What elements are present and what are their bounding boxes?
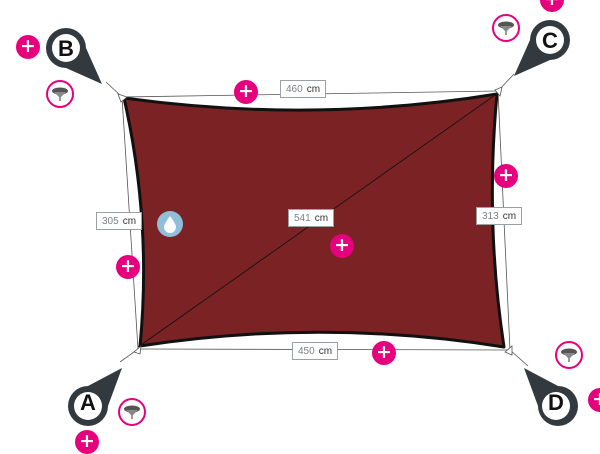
dimension-diagonal[interactable]: 541 cm	[288, 209, 335, 227]
corner-d-add-button[interactable]: +	[588, 388, 600, 412]
plus-icon: +	[592, 388, 600, 410]
plus-icon: +	[79, 430, 95, 452]
corner-b-tensioner	[117, 93, 128, 103]
corner-a-tensioner	[133, 345, 142, 355]
plus-icon: +	[20, 35, 36, 57]
dimension-diagonal-unit: cm	[314, 212, 329, 224]
corner-c-add-button[interactable]: +	[540, 0, 564, 12]
fixing-point-icon	[124, 405, 140, 419]
corner-b-fixing-button[interactable]	[46, 80, 74, 108]
dimension-top[interactable]: 460 cm	[280, 80, 327, 98]
corner-a-add-button[interactable]: +	[75, 430, 99, 454]
fixing-point-icon	[498, 21, 514, 35]
dimension-right-value[interactable]: 313	[482, 210, 499, 222]
add-point-center-button[interactable]: +	[330, 234, 354, 258]
corner-letter-b: B	[58, 36, 74, 61]
plus-icon: +	[238, 80, 254, 102]
dimension-bottom-value[interactable]: 450	[298, 345, 315, 357]
corner-marker-b[interactable]: B	[44, 26, 104, 88]
anchor-line-d	[509, 349, 529, 367]
dimension-right-unit: cm	[502, 210, 517, 222]
corner-marker-d[interactable]: D	[520, 366, 580, 428]
water-drop-icon[interactable]	[157, 211, 183, 237]
dimension-bottom-unit: cm	[318, 345, 333, 357]
plus-icon: +	[498, 164, 514, 186]
plus-icon: +	[334, 234, 350, 256]
corner-letter-d: D	[548, 390, 564, 415]
add-point-top-button[interactable]: +	[234, 80, 258, 104]
corner-b-add-button[interactable]: +	[16, 35, 40, 59]
fixing-point-icon	[561, 348, 577, 362]
corner-marker-a[interactable]: A	[66, 366, 126, 428]
dimension-left-value[interactable]: 305	[102, 215, 119, 227]
dimension-left-unit: cm	[122, 215, 137, 227]
plus-icon: +	[120, 255, 136, 277]
corner-c-tensioner	[494, 86, 503, 97]
corner-d-fixing-button[interactable]	[555, 341, 583, 369]
add-point-left-button[interactable]: +	[116, 255, 140, 279]
dimension-top-unit: cm	[306, 83, 321, 95]
plus-icon: +	[540, 0, 564, 11]
fixing-point-icon	[52, 87, 68, 101]
corner-d-tensioner	[504, 345, 513, 356]
corner-c-fixing-button[interactable]	[492, 14, 520, 42]
corner-letter-a: A	[80, 390, 96, 415]
dimension-diagonal-value[interactable]: 541	[294, 212, 311, 224]
add-point-right-button[interactable]: +	[494, 164, 518, 188]
dimension-right[interactable]: 313 cm	[476, 207, 523, 225]
corner-marker-c[interactable]: C	[512, 18, 572, 80]
add-point-bottom-button[interactable]: +	[372, 341, 396, 365]
plus-icon: +	[376, 341, 392, 363]
dimension-left[interactable]: 305 cm	[96, 212, 143, 230]
dimension-top-value[interactable]: 460	[286, 83, 303, 95]
corner-letter-c: C	[542, 28, 558, 53]
dimension-bottom[interactable]: 450 cm	[292, 342, 339, 360]
corner-a-fixing-button[interactable]	[118, 398, 146, 426]
